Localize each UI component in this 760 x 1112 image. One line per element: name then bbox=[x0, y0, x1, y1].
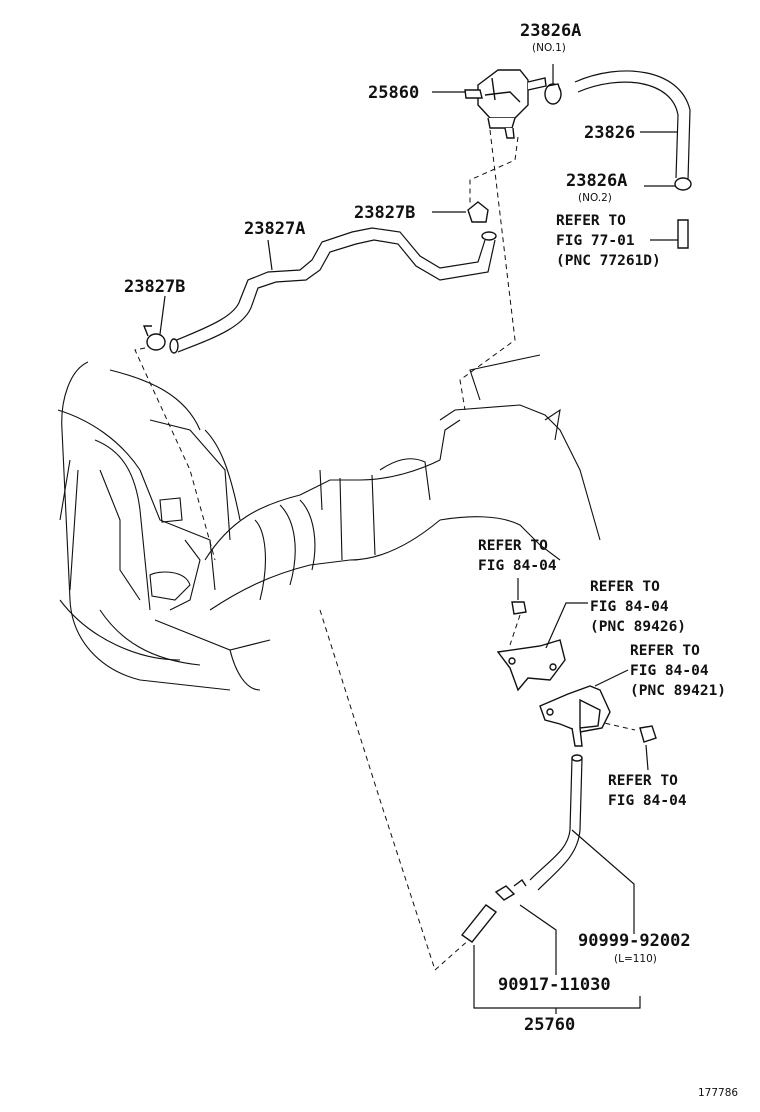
pipe-fitting bbox=[677, 219, 689, 249]
hose-23826 bbox=[574, 70, 692, 191]
leader-lines bbox=[159, 64, 678, 1014]
figure-id: 177786 bbox=[698, 1087, 738, 1099]
clip-23827B-left bbox=[142, 325, 166, 351]
clip-23827B-right bbox=[467, 201, 489, 223]
bracket-89426 bbox=[496, 601, 566, 692]
label-ref3-l1: REFER TO bbox=[590, 579, 660, 595]
label-23826: 23826 bbox=[584, 123, 635, 143]
label-ref4-l2: FIG 84-04 bbox=[630, 663, 709, 679]
label-23826A-mid: 23826A bbox=[566, 171, 627, 191]
hose-90917-11030 bbox=[460, 904, 498, 943]
label-ref5-l1: REFER TO bbox=[608, 773, 678, 789]
label-25760: 25760 bbox=[524, 1015, 575, 1035]
labels: 23826A (NO.1) 25860 23826 23826A (NO.2) … bbox=[124, 21, 738, 1099]
label-ref2-l2: FIG 84-04 bbox=[478, 558, 557, 574]
label-l110: (L=110) bbox=[614, 953, 657, 965]
label-ref2-l1: REFER TO bbox=[478, 538, 548, 554]
label-no1: (NO.1) bbox=[532, 42, 566, 54]
engine-assembly bbox=[57, 354, 601, 691]
label-no2: (NO.2) bbox=[578, 192, 612, 204]
label-ref4-l3: (PNC 89421) bbox=[630, 683, 726, 699]
label-90917-11030: 90917-11030 bbox=[498, 975, 611, 995]
vsv-valve-25860 bbox=[464, 69, 547, 139]
label-90999-92002: 90999-92002 bbox=[578, 931, 691, 951]
label-23826A-top: 23826A bbox=[520, 21, 581, 41]
label-23827B-right: 23827B bbox=[354, 203, 415, 223]
hose-23827A bbox=[169, 227, 497, 354]
label-ref4-l1: REFER TO bbox=[630, 643, 700, 659]
label-23827B-left: 23827B bbox=[124, 277, 185, 297]
label-25860: 25860 bbox=[368, 83, 419, 103]
label-ref1-l3: (PNC 77261D) bbox=[556, 253, 661, 269]
connector bbox=[494, 878, 527, 901]
label-ref3-l3: (PNC 89426) bbox=[590, 619, 686, 635]
label-ref1-l2: FIG 77-01 bbox=[556, 233, 635, 249]
sensor-89421 bbox=[539, 685, 611, 747]
label-ref5-l2: FIG 84-04 bbox=[608, 793, 687, 809]
label-ref1-l1: REFER TO bbox=[556, 213, 626, 229]
label-23827A: 23827A bbox=[244, 219, 305, 239]
clip-23826A-no1 bbox=[544, 83, 562, 105]
hose-90999-92002 bbox=[529, 754, 583, 891]
bolt bbox=[639, 725, 657, 743]
label-ref3-l2: FIG 84-04 bbox=[590, 599, 669, 615]
